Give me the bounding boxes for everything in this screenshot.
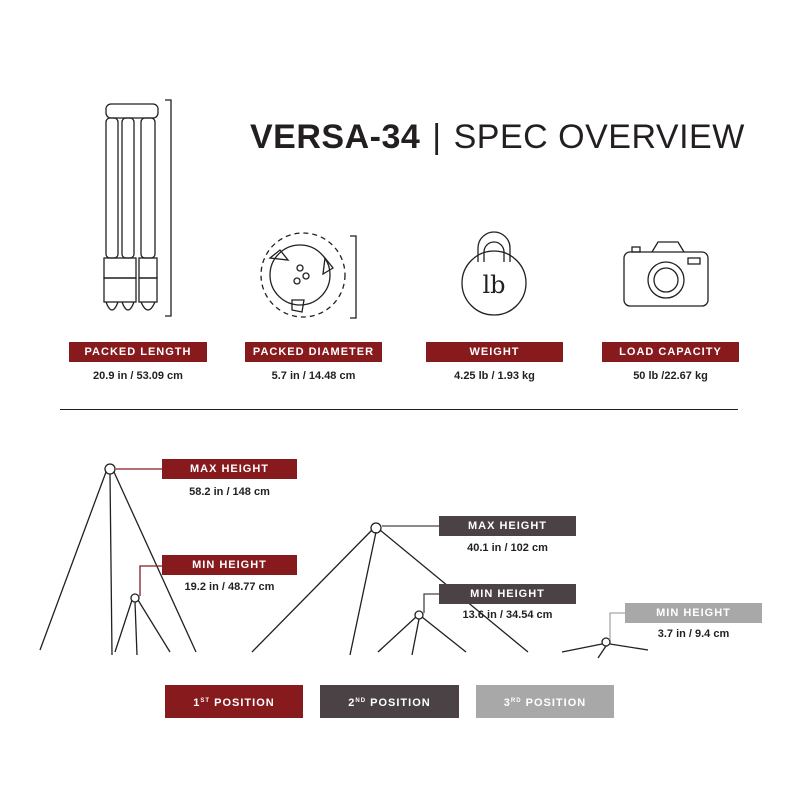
- packed-diameter-value: 5.7 in / 14.48 cm: [271, 370, 356, 382]
- folded-tripod-icon: [103, 99, 172, 317]
- button-number: 2: [348, 697, 356, 709]
- page-title: VERSA-34 | SPEC OVERVIEW: [250, 118, 745, 157]
- divider: [60, 409, 738, 410]
- tripod-3rd-min: [561, 612, 649, 659]
- tripod-2nd-min: [377, 593, 467, 656]
- button-label: POSITION: [370, 697, 431, 709]
- load-capacity-value: 50 lb /22.67 kg: [633, 370, 708, 382]
- weight-label: WEIGHT: [426, 342, 563, 362]
- packed-length-label: PACKED LENGTH: [69, 342, 207, 362]
- third-min-height-label: MIN HEIGHT: [625, 603, 762, 623]
- second-max-height-value: 40.1 in / 102 cm: [467, 542, 548, 554]
- button-ordinal-suffix: ST: [200, 698, 211, 704]
- second-min-height-value: 13.6 in / 34.54 cm: [462, 609, 553, 621]
- button-ordinal-suffix: ND: [355, 698, 367, 704]
- second-max-height-label: MAX HEIGHT: [439, 516, 576, 536]
- second-position-button[interactable]: 2ND POSITION: [320, 685, 459, 718]
- packed-diameter-label: PACKED DIAMETER: [245, 342, 382, 362]
- packed-length-value: 20.9 in / 53.09 cm: [93, 370, 183, 382]
- button-label: POSITION: [214, 697, 275, 709]
- svg-text:lb: lb: [482, 271, 505, 299]
- model-name: VERSA-34: [250, 118, 421, 156]
- camera-icon: [623, 241, 709, 307]
- load-capacity-label: LOAD CAPACITY: [602, 342, 739, 362]
- third-position-button[interactable]: 3RD POSITION: [476, 685, 614, 718]
- weight-value: 4.25 lb / 1.93 kg: [454, 370, 535, 382]
- kettlebell-icon: lb: [461, 231, 527, 316]
- button-ordinal-suffix: RD: [510, 698, 522, 704]
- first-max-height-value: 58.2 in / 148 cm: [189, 486, 270, 498]
- button-number: 1: [193, 697, 201, 709]
- first-max-height-label: MAX HEIGHT: [162, 459, 297, 479]
- tripod-1st-min: [114, 565, 171, 656]
- tripod-top-view-icon: [260, 232, 357, 319]
- first-min-height-value: 19.2 in / 48.77 cm: [184, 581, 275, 593]
- first-position-button[interactable]: 1ST POSITION: [165, 685, 303, 718]
- third-min-height-value: 3.7 in / 9.4 cm: [657, 628, 730, 640]
- title-subtitle: SPEC OVERVIEW: [453, 118, 745, 156]
- button-label: POSITION: [525, 697, 587, 709]
- second-min-height-label: MIN HEIGHT: [439, 584, 576, 604]
- title-separator: |: [432, 118, 442, 156]
- button-number: 3: [503, 697, 511, 709]
- first-min-height-label: MIN HEIGHT: [162, 555, 297, 575]
- tripod-1st-max: [39, 463, 197, 656]
